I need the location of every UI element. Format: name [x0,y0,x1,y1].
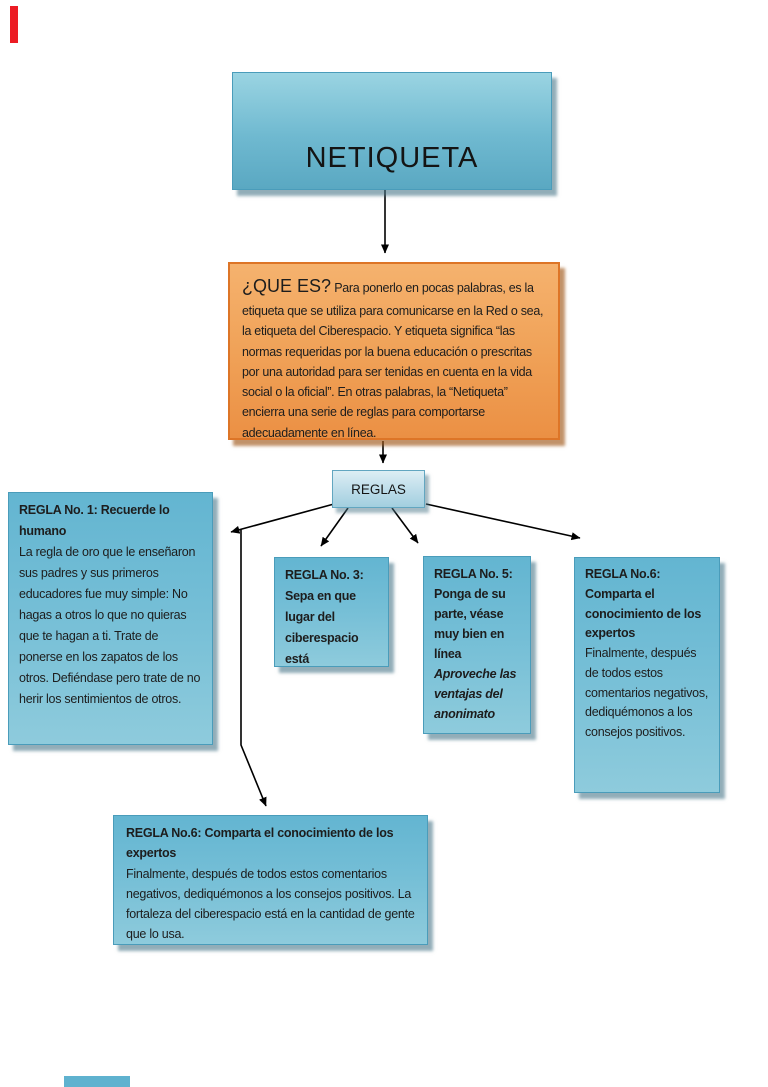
regla-6-detalle-title: REGLA No.6: Comparta el conocimiento de … [126,826,394,861]
que-es-heading: ¿QUE ES? [242,276,332,296]
node-que-es: ¿QUE ES? Para ponerlo en pocas palabras,… [228,262,560,440]
node-netiqueta: NETIQUETA [232,72,552,190]
regla-1-body: La regla de oro que le enseñaron sus pad… [19,545,201,706]
node-regla-5: REGLA No. 5: Ponga de su parte, véase mu… [423,556,531,734]
regla-5-title: REGLA No. 5: Ponga de su parte, véase mu… [434,567,513,661]
node-reglas: REGLAS [332,470,425,508]
node-regla-1: REGLA No. 1: Recuerde lo humano La regla… [8,492,213,745]
node-regla-6-detalle: REGLA No.6: Comparta el conocimiento de … [113,815,428,945]
regla-6-title: REGLA No.6: Comparta el conocimiento de … [585,567,702,641]
regla-3-title: REGLA No. 3: Sepa en que lugar del ciber… [285,568,364,666]
node-regla-3: REGLA No. 3: Sepa en que lugar del ciber… [274,557,389,667]
bottom-accent-bar [64,1076,130,1087]
regla-6-body: Finalmente, después de todos estos comen… [585,646,709,739]
regla-1-title: REGLA No. 1: Recuerde lo humano [19,503,170,538]
que-es-text: ¿QUE ES? Para ponerlo en pocas palabras,… [242,272,546,443]
diagram-title: NETIQUETA [305,142,479,174]
red-accent-bar [10,6,18,43]
regla-5-note: Aproveche las ventajas del anonimato [434,667,517,721]
que-es-body: Para ponerlo en pocas palabras, es la et… [242,281,544,440]
regla-6-detalle-body: Finalmente, después de todos estos comen… [126,866,415,942]
node-regla-6: REGLA No.6: Comparta el conocimiento de … [574,557,720,793]
reglas-label: REGLAS [351,481,406,497]
